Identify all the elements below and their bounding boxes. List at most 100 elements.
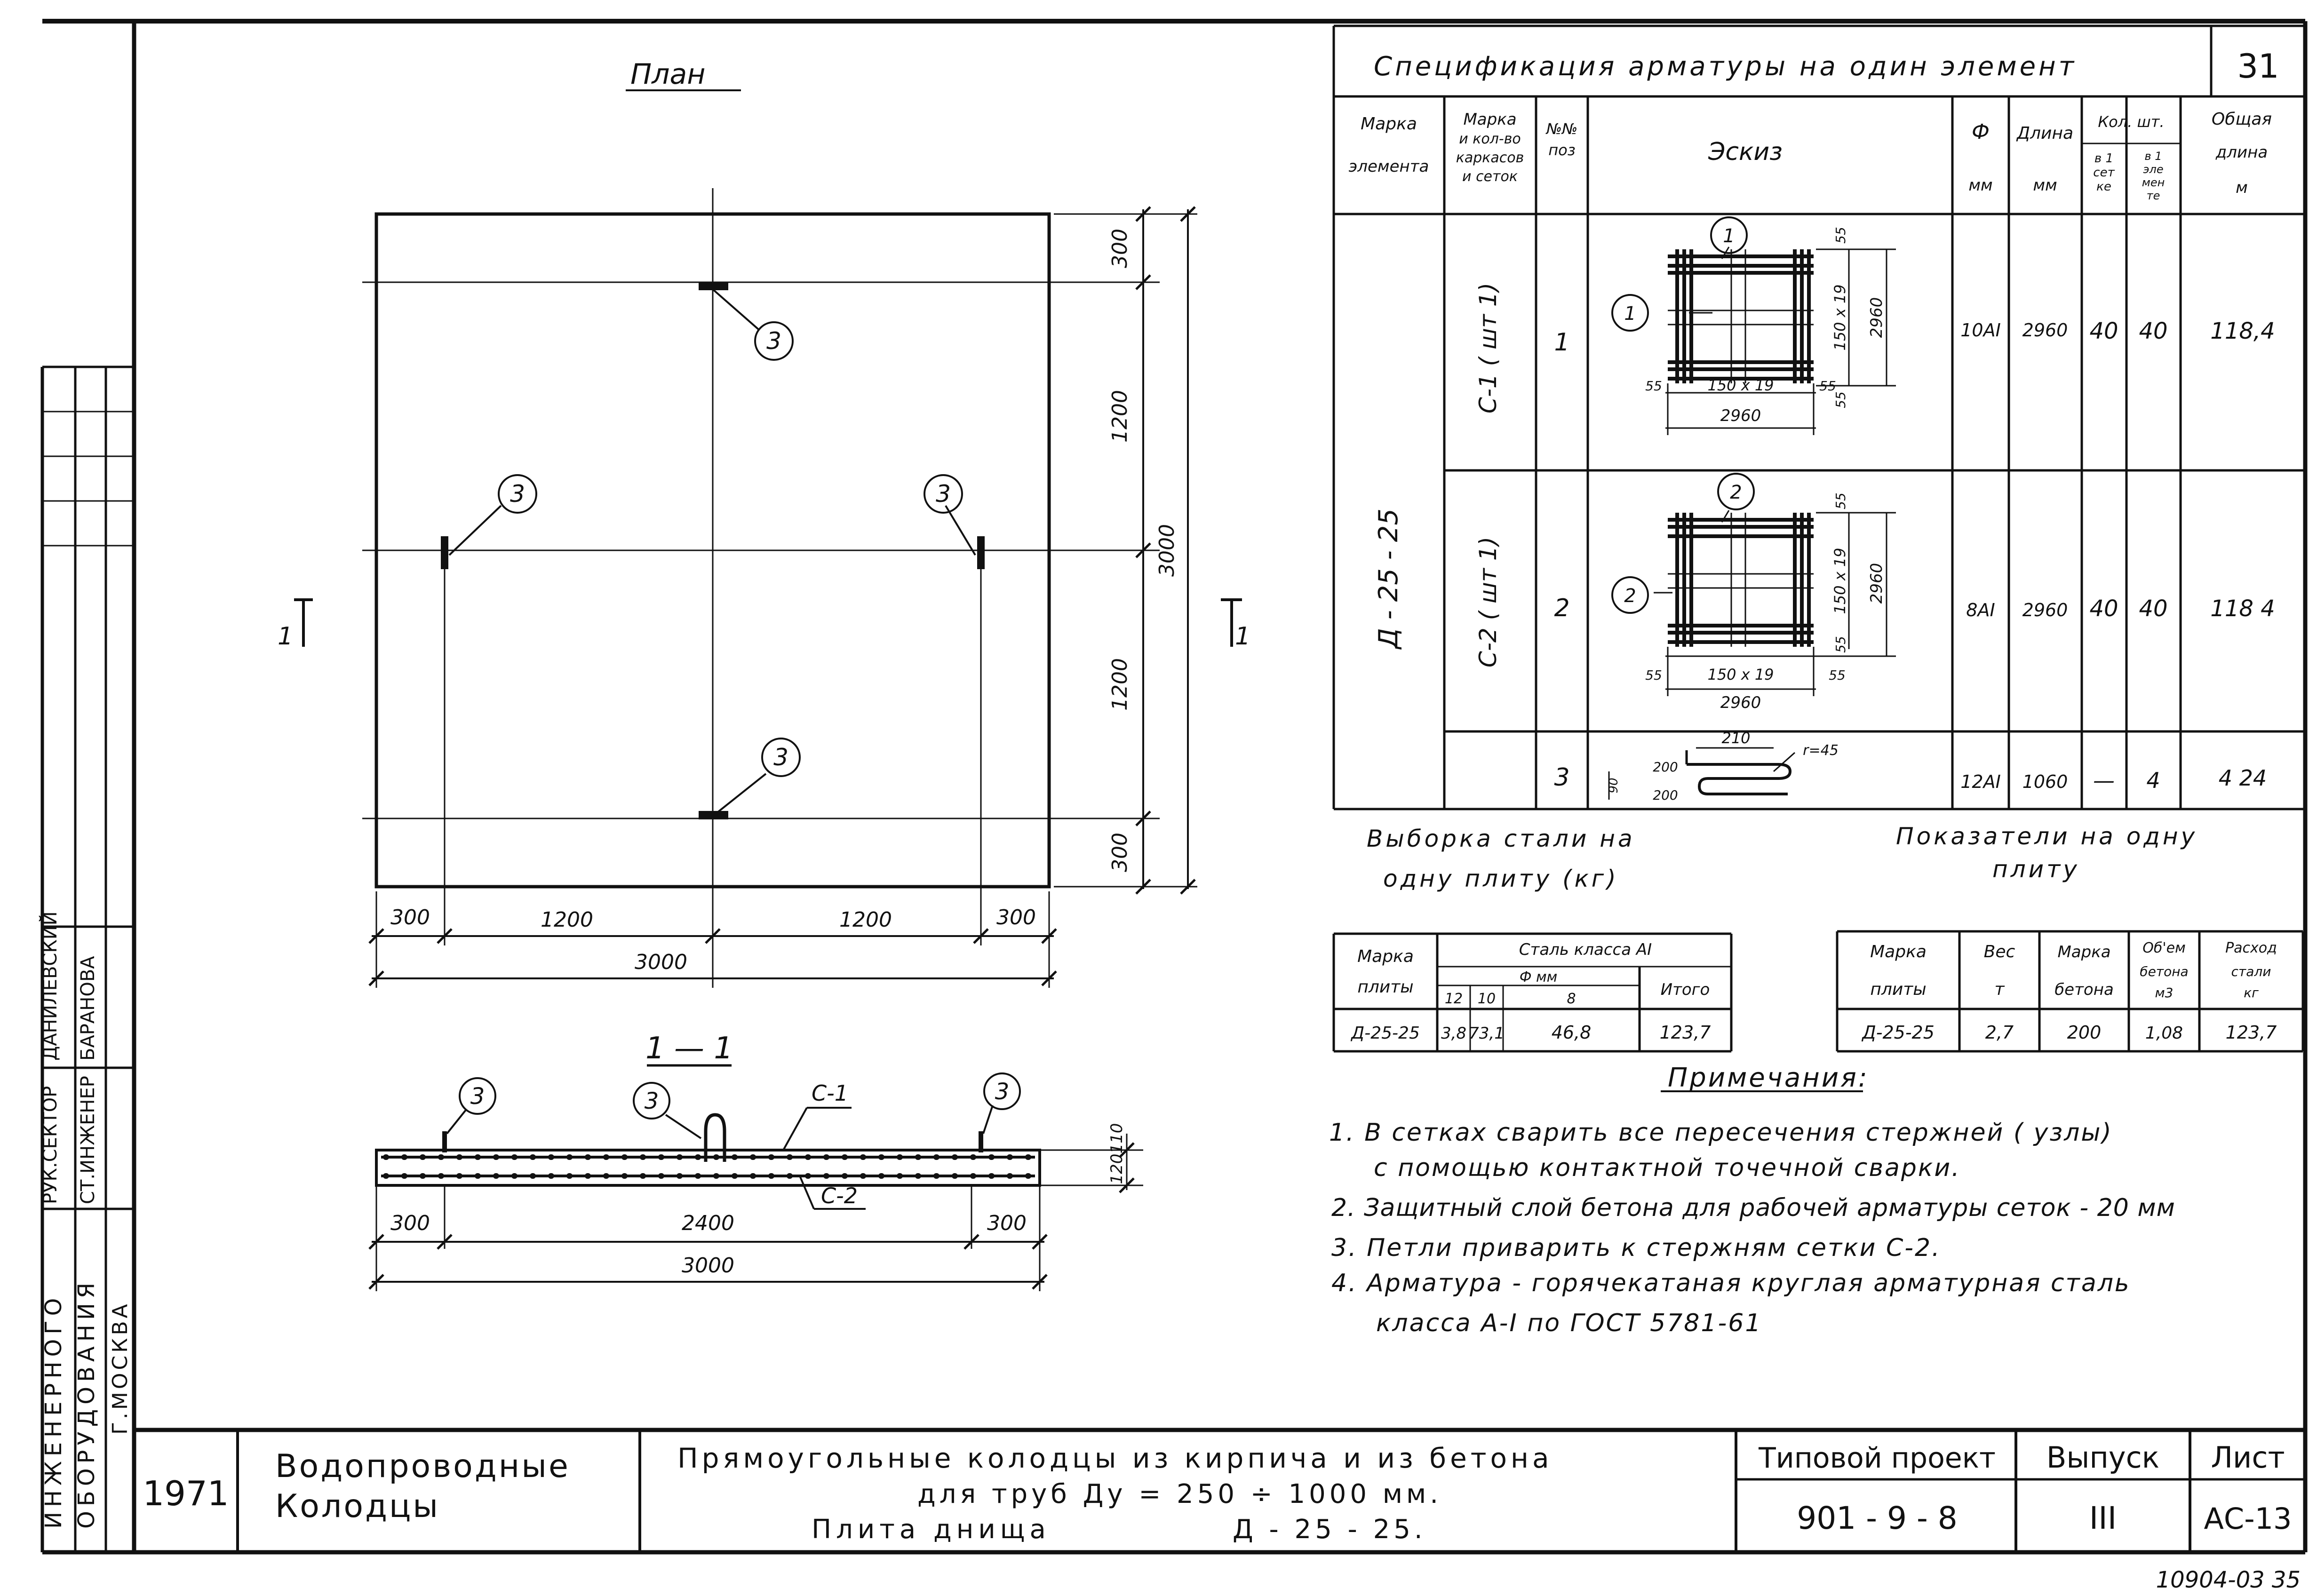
spec-row1-frame: С-1 ( шт 1) [1474,283,1502,413]
steel-h-total: Итого [1661,980,1710,999]
indices-h-concrete-1: Марка [2057,943,2110,961]
plan-callout-bottom: 3 [773,744,788,771]
steel-row-total: 123,7 [1660,1022,1711,1043]
sketch2-dim-55-right: 55 [1829,667,1846,683]
spec-row1-pos: 1 [1554,328,1569,357]
steel-h-12: 12 [1445,991,1463,1007]
plan-dim-bottom-1: 300 [390,905,430,929]
notes-title: Примечания: [1668,1063,1869,1093]
indices-h-mark-1: Марка [1870,942,1927,961]
stamp-name-1: ДАНИЛЕВСКИЙ [39,911,61,1061]
spec-h-diam-1: Ф [1972,120,1990,144]
section-dim-bottom-3: 300 [987,1211,1027,1235]
title-desc-1: Прямоугольные колодцы из кирпича и из бе… [677,1442,1553,1474]
spec-title: Спецификация арматуры на один элемент [1374,51,2077,82]
sketch1-dim-horiz-1: 150 x 19 [1707,376,1774,394]
spec-h-total-2: длина [2215,143,2268,162]
spec-row3-length: 1060 [2022,771,2068,792]
plan-dim-bottom-3: 1200 [839,908,892,932]
spec-row3-qty-elem: 4 [2146,768,2160,793]
steel-row-12: 3,8 [1441,1024,1466,1043]
indices-h-volume-1: Об'ем [2142,940,2185,956]
spec-row2-diam: 8АI [1966,600,1995,620]
spec-h-qty-mesh-3: ке [2096,180,2111,194]
plan-dim-right-1: 300 [1108,229,1132,268]
spec-row3-total: 4 24 [2219,765,2267,791]
steel-h-8: 8 [1567,991,1576,1007]
indices-title-1: Показатели на одну [1896,823,2198,850]
indices-h-weight-2: т [1995,980,2005,999]
plan-callout-right: 3 [936,480,951,508]
section-dim-total: 3000 [682,1254,734,1278]
spec-h-qty-mesh-1: в 1 [2094,151,2113,166]
note-line-5: 4. Арматура - горячекатаная круглая арма… [1331,1269,2131,1297]
spec-h-diam-2: мм [1968,176,1992,195]
spec-h-pos-2: поз [1548,141,1576,159]
sketch3-radius: r=45 [1803,742,1839,759]
indices-row-mark: Д-25-25 [1861,1022,1935,1043]
sketch1-dim-55-top: 55 [1833,227,1848,244]
section-label-c1: С-1 [812,1080,848,1106]
steel-row-10: 73,1 [1469,1024,1505,1043]
spec-row3-diam: 12АI [1960,771,2001,792]
section-callout-right: 3 [995,1079,1010,1105]
spec-row2-length: 2960 [2022,600,2068,620]
spec-row1-diam: 10АI [1960,320,2001,341]
indices-h-steel-2: стали [2231,964,2271,979]
title-year: 1971 [143,1474,229,1513]
sketch2-callout-left: 2 [1624,585,1636,607]
spec-row2-total: 118 4 [2210,596,2275,622]
spec-row3-qty-mesh: — [2093,768,2115,793]
sketch1-dim-horiz-2: 2960 [1720,406,1761,425]
stamp-org-3: Г.МОСКВА [108,1301,132,1435]
section-mark-left: 1 [278,622,293,651]
spec-row2-pos: 2 [1554,594,1569,622]
indices-h-concrete-2: бетона [2054,980,2114,999]
indices-h-mark-2: плиты [1870,980,1926,999]
archive-number: 10904-03 35 [2156,1567,2301,1593]
plan-dim-right-4: 300 [1108,833,1132,872]
steel-title-2: одну плиту (кг) [1383,865,1619,892]
spec-h-qty-elem-2: эле [2143,163,2163,176]
sketch2-dim-horiz-2: 2960 [1720,693,1761,712]
title-sheet-label: Лист [2211,1440,2285,1475]
note-line-6: класса А-I по ГОСТ 5781-61 [1376,1309,1762,1337]
stamp-org-1: ИНЖЕНЕРНОГО [40,1294,67,1529]
indices-h-steel-1: Расход [2225,940,2277,956]
indices-row-weight: 2,7 [1985,1022,2014,1043]
note-line-3: 2. Защитный слой бетона для рабочей арма… [1331,1194,2175,1222]
spec-row2-frame: С-2 ( шт 1) [1474,537,1502,667]
sketch1-dim-55-left: 55 [1645,378,1662,394]
section-callout-left: 3 [470,1083,485,1110]
steel-row-mark: Д-25-25 [1350,1024,1420,1043]
spec-h-mark-frames-3: каркасов [1456,150,1524,166]
indices-h-volume-2: бетона [2140,964,2188,979]
sketch2-dim-vert-2: 2960 [1867,563,1886,604]
stamp-name-2: БАРАНОВА [77,956,99,1061]
indices-h-weight-1: Вес [1984,942,2015,961]
sketch2-dim-55-left: 55 [1645,667,1662,683]
spec-row1-length: 2960 [2022,320,2068,341]
section-dim-bottom: 120 [1107,1154,1126,1184]
plan-callout-top: 3 [766,327,781,355]
sketch2-dim-vert-1: 150 x 19 [1831,548,1849,614]
indices-row-concrete: 200 [2067,1022,2102,1043]
section-dim-bottom-2: 2400 [682,1211,734,1235]
sketch2-dim-55-top: 55 [1833,492,1848,509]
section-mark-right: 1 [1235,622,1250,651]
section-label-c2: С-2 [821,1183,858,1208]
title-subject-2: Колодцы [275,1488,440,1525]
spec-h-mark-frames-4: и сеток [1462,168,1518,185]
section-callout-middle: 3 [645,1088,659,1114]
steel-h-mark-2: плиты [1357,977,1413,997]
spec-row1-qty-mesh: 40 [2089,318,2118,344]
spec-h-qty-elem-1: в 1 [2144,150,2162,163]
sketch3-dim-d: 90 [1607,778,1621,793]
section-dim-top: 110 [1107,1123,1126,1154]
sketch1-dim-vert-1: 150 x 19 [1831,284,1849,350]
spec-row1-total: 118,4 [2210,318,2275,344]
indices-title-2: плиту [1992,856,2080,883]
spec-h-qty-elem-3: мен [2142,176,2165,189]
spec-h-sketch: Эскиз [1708,138,1783,166]
plan-dim-bottom-total: 3000 [635,950,687,974]
